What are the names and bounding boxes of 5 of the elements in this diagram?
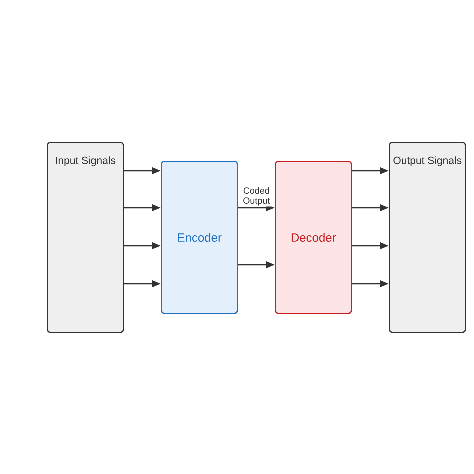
encoder-box: Encoder [161,161,238,314]
signal-box: Input Signals [47,142,124,334]
signal-box: Output Signals [389,142,466,334]
edge-label: Coded Output [244,187,270,206]
decoder-box: Decoder [275,161,352,314]
